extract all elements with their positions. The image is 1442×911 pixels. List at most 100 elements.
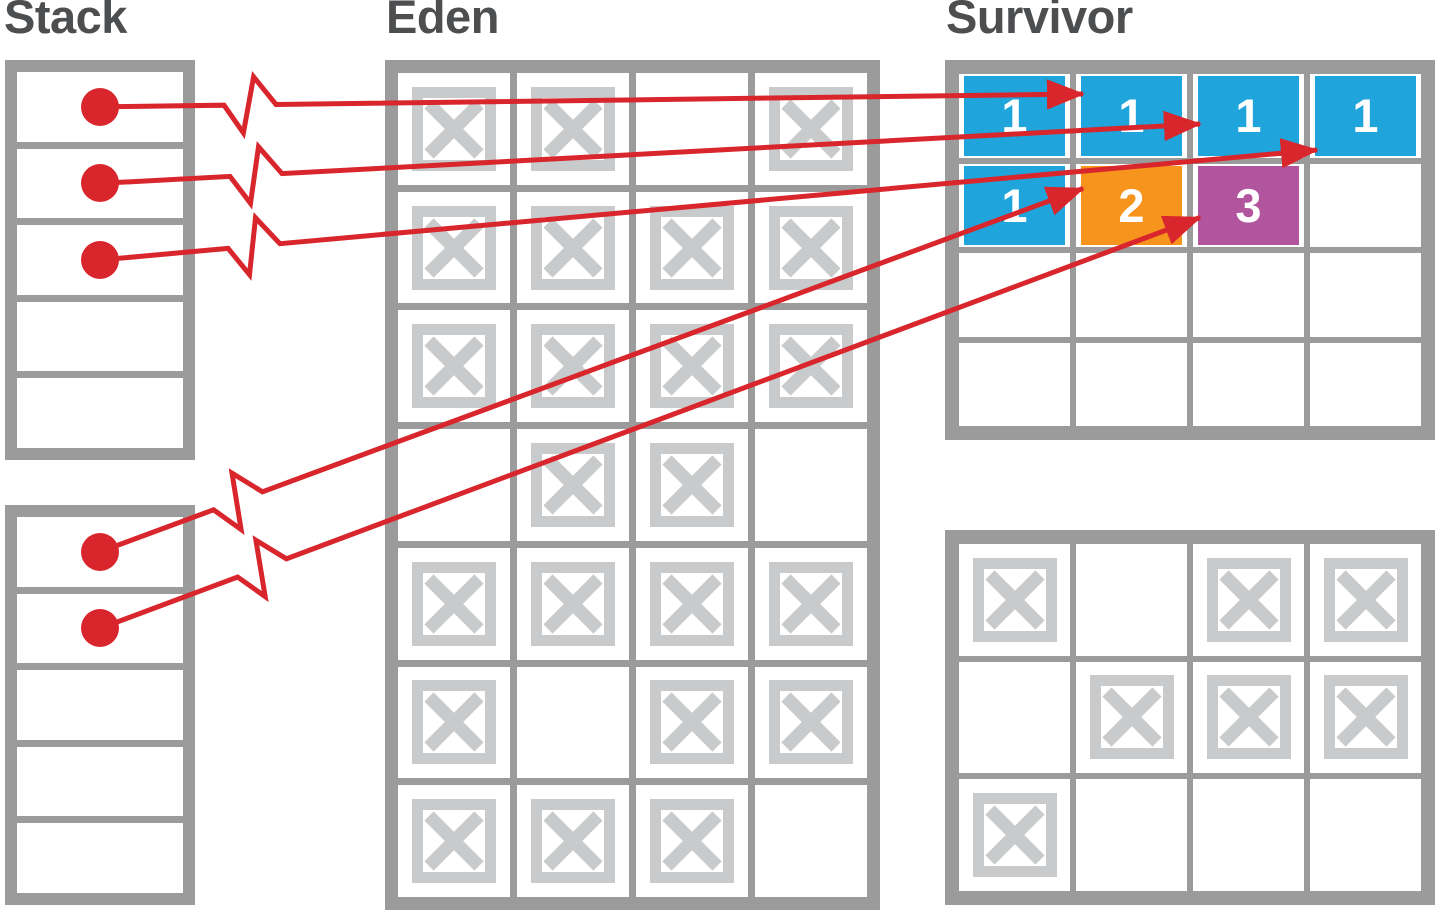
surv-bottom-cell [959, 779, 1070, 891]
eden-cell [517, 429, 629, 541]
dead-object-x-icon [531, 799, 615, 884]
eden-cell [755, 666, 867, 779]
object-age-label: 1 [1118, 89, 1145, 143]
object-age-label: 1 [1001, 178, 1028, 232]
reference-dot-icon [81, 164, 119, 203]
object-age-label: 1 [1235, 89, 1262, 143]
survivor-object: 2 [1081, 165, 1182, 245]
surv-top-cell [959, 253, 1070, 337]
eden-cell [636, 429, 748, 541]
dead-object-x-icon [769, 86, 853, 171]
survivor-title: Survivor [946, 0, 1133, 43]
dead-object-x-icon [412, 680, 496, 765]
eden-cell [517, 191, 629, 304]
object-age-label: 1 [1352, 89, 1379, 143]
surv-top-cell [1310, 342, 1421, 426]
dead-object-x-icon [1323, 675, 1408, 760]
surv-bottom-cell [1076, 544, 1187, 656]
object-age-label: 1 [1001, 89, 1028, 143]
surv-top-cell: 1 [959, 74, 1070, 158]
object-age-label: 2 [1118, 178, 1145, 232]
stack-frame-slot [17, 301, 183, 379]
eden-cell [755, 429, 867, 541]
survivor-grid-active: 1 1 1 1 1 2 3 [945, 60, 1435, 440]
eden-title: Eden [386, 0, 499, 43]
stack-frame-slot [17, 593, 183, 671]
survivor-object: 1 [1198, 76, 1299, 156]
eden-cell [517, 73, 629, 185]
eden-cell [517, 666, 629, 779]
survivor-object: 1 [1081, 76, 1182, 156]
eden-cell [636, 666, 748, 779]
surv-bottom-cell [1310, 661, 1421, 774]
surv-top-cell: 1 [1076, 74, 1187, 158]
eden-cell [755, 191, 867, 304]
dead-object-x-icon [412, 205, 496, 290]
eden-cell [755, 73, 867, 185]
eden-cell [398, 429, 510, 541]
stack-frame-slot [17, 148, 183, 226]
eden-cell [398, 547, 510, 660]
dead-object-x-icon [1206, 557, 1291, 642]
dead-object-x-icon [1206, 675, 1291, 760]
eden-cell [398, 785, 510, 897]
eden-cell [636, 785, 748, 897]
surv-top-cell: 1 [1310, 74, 1421, 158]
eden-cell [398, 310, 510, 423]
reference-dot-icon [81, 240, 119, 279]
eden-cell [636, 191, 748, 304]
eden-cell [636, 73, 748, 185]
stack-panel-top [5, 60, 195, 460]
eden-cell [755, 310, 867, 423]
surv-top-cell [1076, 253, 1187, 337]
survivor-object: 1 [964, 165, 1065, 245]
eden-cell [517, 785, 629, 897]
dead-object-x-icon [412, 86, 496, 171]
surv-top-cell: 1 [1193, 74, 1304, 158]
surv-bottom-cell [1193, 661, 1304, 774]
stack-title: Stack [4, 0, 127, 43]
eden-cell [398, 73, 510, 185]
surv-top-cell [1076, 342, 1187, 426]
object-age-label: 3 [1235, 178, 1262, 232]
surv-top-cell [1193, 253, 1304, 337]
dead-object-x-icon [531, 86, 615, 171]
stack-frame-slot [17, 823, 183, 893]
eden-grid [385, 60, 880, 910]
survivor-object: 1 [1315, 76, 1416, 156]
dead-object-x-icon [650, 680, 734, 765]
dead-object-x-icon [531, 442, 615, 527]
surv-bottom-cell [1310, 544, 1421, 656]
stack-panel-bottom [5, 505, 195, 905]
dead-object-x-icon [412, 561, 496, 646]
dead-object-x-icon [972, 557, 1057, 642]
surv-top-cell: 1 [959, 163, 1070, 247]
dead-object-x-icon [972, 793, 1057, 878]
dead-object-x-icon [769, 561, 853, 646]
dead-object-x-icon [650, 561, 734, 646]
reference-dot-icon [81, 532, 119, 571]
stack-frame-slot [17, 72, 183, 149]
surv-top-cell: 2 [1076, 163, 1187, 247]
stack-frame-slot [17, 746, 183, 824]
dead-object-x-icon [650, 205, 734, 290]
dead-object-x-icon [769, 205, 853, 290]
dead-object-x-icon [412, 799, 496, 884]
dead-object-x-icon [531, 205, 615, 290]
eden-cell [636, 310, 748, 423]
dead-object-x-icon [650, 442, 734, 527]
eden-cell [398, 666, 510, 779]
reference-dot-icon [81, 609, 119, 648]
surv-bottom-cell [959, 544, 1070, 656]
reference-dot-icon [81, 87, 119, 126]
stack-frame-slot [17, 378, 183, 448]
surv-bottom-cell [1076, 779, 1187, 891]
eden-cell [517, 547, 629, 660]
surv-top-cell [1310, 253, 1421, 337]
surv-top-cell [1310, 163, 1421, 247]
dead-object-x-icon [531, 561, 615, 646]
surv-bottom-cell [1193, 544, 1304, 656]
dead-object-x-icon [769, 680, 853, 765]
eden-cell [398, 191, 510, 304]
